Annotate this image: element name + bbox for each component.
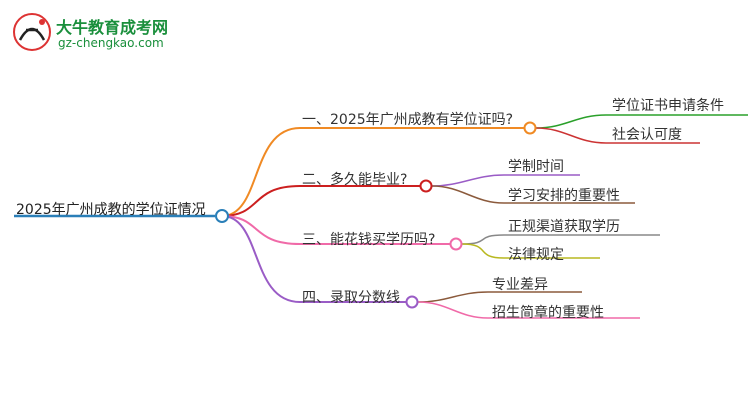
leaf-label-3-2: 法律规定 — [508, 247, 564, 263]
leaf-connector-1-1 — [535, 114, 607, 129]
branch-node-2 — [419, 179, 433, 193]
leaf-connector-4-1 — [417, 291, 489, 303]
leaf-connector-4-2 — [417, 301, 489, 319]
logo-url: gz-chengkao.com — [58, 36, 164, 50]
branch-label-1: 一、2025年广州成教有学位证吗? — [302, 112, 514, 128]
leaf-label-4-1: 专业差异 — [492, 277, 548, 293]
branch-label-3: 三、能花钱买学历吗? — [302, 232, 436, 248]
leaf-connector-3-1 — [461, 234, 505, 245]
branch-node-1 — [523, 121, 537, 135]
leaf-label-3-1: 正规渠道获取学历 — [508, 219, 620, 235]
leaf-label-4-2: 招生简章的重要性 — [492, 305, 604, 321]
branch-label-2: 二、多久能毕业? — [302, 172, 408, 188]
leaf-label-2-1: 学制时间 — [508, 159, 564, 175]
branch-label-4: 四、录取分数线 — [302, 290, 400, 306]
site-logo[interactable]: 大牛教育成考网 gz-chengkao.com — [12, 12, 212, 54]
logo-brand-name: 大牛教育成考网 — [56, 18, 169, 37]
branch-connector-3 — [221, 215, 301, 245]
logo-mark-icon — [13, 13, 51, 51]
leaf-label-1-2: 社会认可度 — [612, 127, 682, 143]
leaf-connector-2-2 — [431, 185, 505, 204]
root-node-label: 2025年广州成教的学位证情况 — [16, 202, 206, 218]
leaf-connector-2-1 — [431, 174, 505, 187]
branch-connector-4 — [221, 215, 301, 303]
leaf-label-2-2: 学习安排的重要性 — [508, 188, 620, 204]
branch-node-3 — [449, 237, 463, 251]
branch-connector-2 — [221, 185, 301, 217]
branch-node-4 — [405, 295, 419, 309]
leaf-connector-3-2 — [461, 243, 505, 259]
leaf-label-1-1: 学位证书申请条件 — [612, 98, 724, 114]
leaf-connector-1-2 — [535, 127, 607, 144]
branch-connector-1 — [221, 127, 301, 217]
root-node — [215, 209, 229, 223]
